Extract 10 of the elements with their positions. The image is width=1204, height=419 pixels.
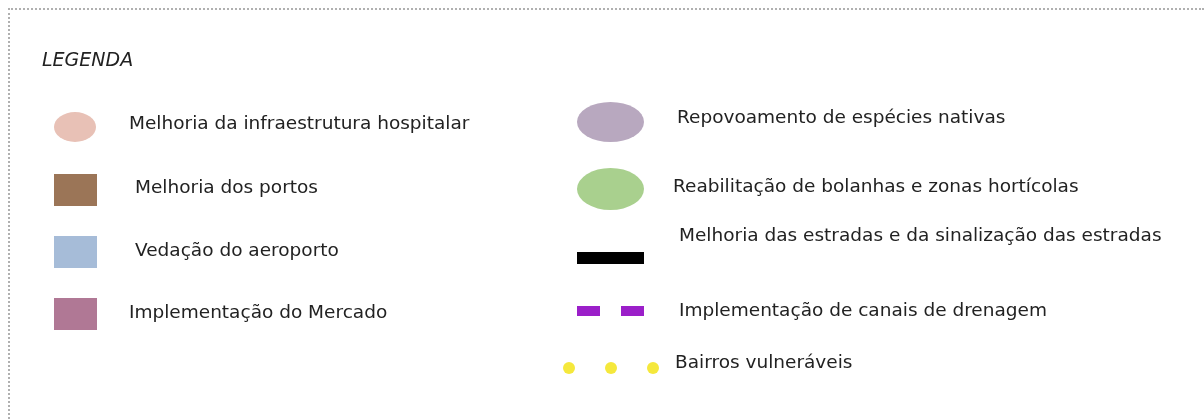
legend-label: Vedação do aeroporto <box>135 238 339 262</box>
legend-label: Reabilitação de bolanhas e zonas hortícolas <box>673 174 1079 198</box>
legend-label: Melhoria das estradas e da sinalização das estradas <box>679 223 1162 247</box>
legend-label: Repovoamento de espécies nativas <box>677 105 1006 129</box>
legend-label: Implementação de canais de drenagem <box>679 298 1047 322</box>
legend-label: Implementação do Mercado <box>129 300 388 324</box>
legend-label: Melhoria dos portos <box>135 175 318 199</box>
legend-label: Melhoria da infraestrutura hospitalar <box>129 111 470 135</box>
legend-title: LEGENDA <box>42 48 134 70</box>
legend-label: Bairros vulneráveis <box>675 350 853 374</box>
